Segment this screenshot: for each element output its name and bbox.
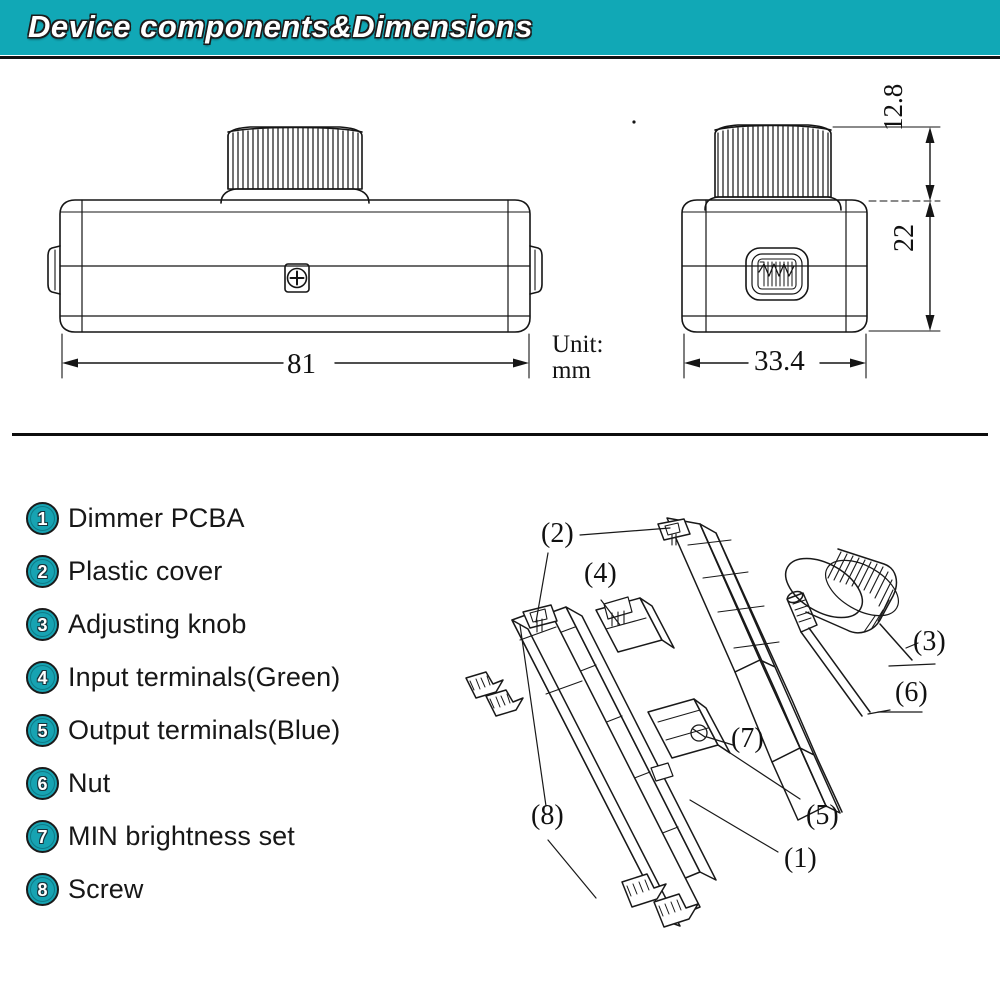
legend-number: 5 xyxy=(37,720,48,741)
header-banner: Device components&Dimensions xyxy=(0,0,1000,59)
list-item: 5 Output terminals(Blue) xyxy=(26,704,456,757)
legend-number-badge: 4 xyxy=(26,661,59,694)
dimension-width-front: 81 xyxy=(287,348,316,380)
callout-3: (3) xyxy=(913,626,946,657)
legend-number: 3 xyxy=(37,614,48,635)
legend-label: Input terminals(Green) xyxy=(68,662,341,692)
callout-5: (5) xyxy=(806,800,839,831)
legend-number-badge: 5 xyxy=(26,714,59,747)
legend-number: 8 xyxy=(37,879,48,900)
callout-8: (8) xyxy=(531,800,564,831)
legend-number-badge: 6 xyxy=(26,767,59,800)
dimension-knob-height: 12.8 xyxy=(878,83,908,131)
legend-label: Nut xyxy=(68,768,111,798)
list-item: 6 Nut xyxy=(26,757,456,810)
legend-label: MIN brightness set xyxy=(68,821,295,851)
component-legend-list: 1 Dimmer PCBA 2 Plastic cover 3 Adjustin… xyxy=(26,492,456,916)
section-divider xyxy=(12,433,988,436)
callout-6: (6) xyxy=(895,677,928,708)
callout-7: (7) xyxy=(731,723,764,754)
legend-number-badge: 7 xyxy=(26,820,59,853)
callout-4: (4) xyxy=(584,558,617,589)
legend-number: 7 xyxy=(37,826,48,847)
list-item: 2 Plastic cover xyxy=(26,545,456,598)
legend-number: 1 xyxy=(37,508,48,529)
list-item: 3 Adjusting knob xyxy=(26,598,456,651)
unit-note: Unit: mm xyxy=(552,331,604,384)
legend-number: 6 xyxy=(37,773,48,794)
legend-label: Dimmer PCBA xyxy=(68,503,245,533)
list-item: 7 MIN brightness set xyxy=(26,810,456,863)
legend-number-badge: 3 xyxy=(26,608,59,641)
legend-number-badge: 2 xyxy=(26,555,59,588)
callout-2: (2) xyxy=(541,518,574,549)
list-item: 1 Dimmer PCBA xyxy=(26,492,456,545)
legend-number-badge: 8 xyxy=(26,873,59,906)
legend-label: Screw xyxy=(68,874,144,904)
legend-label: Output terminals(Blue) xyxy=(68,715,341,745)
legend-label: Plastic cover xyxy=(68,556,223,586)
dimension-body-height: 22 xyxy=(889,224,920,252)
legend-label: Adjusting knob xyxy=(68,609,247,639)
dimension-width-side: 33.4 xyxy=(754,345,805,377)
list-item: 4 Input terminals(Green) xyxy=(26,651,456,704)
legend-number: 2 xyxy=(37,561,48,582)
legend-number-badge: 1 xyxy=(26,502,59,535)
callout-1: (1) xyxy=(784,843,817,874)
page-title: Device components&Dimensions xyxy=(28,9,533,44)
legend-number: 4 xyxy=(37,667,48,688)
list-item: 8 Screw xyxy=(26,863,456,916)
